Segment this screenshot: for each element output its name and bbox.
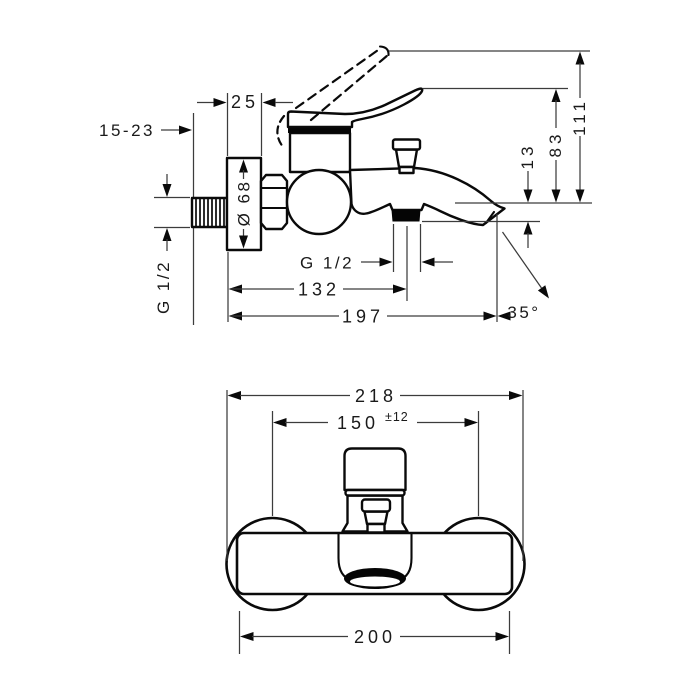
diverter-knob-front	[360, 498, 392, 534]
spout-front	[337, 532, 413, 589]
dim-outlet-thread-label: G 1/2	[300, 254, 354, 273]
hose-connector	[391, 210, 421, 222]
dim-connection-centers: 150 ±12	[271, 410, 480, 516]
dim-handle-raised-height: 111	[570, 51, 589, 203]
dim-plate-diameter: Ø 68	[235, 159, 254, 249]
dim-outlet-thread: G 1/2	[300, 224, 453, 273]
lever-handle-raised-dashed	[276, 45, 390, 150]
dim-connection-tolerance-label: ±12	[385, 410, 409, 424]
handle-body-block	[288, 131, 352, 174]
handle-joint-band	[288, 126, 351, 133]
handle-band-front	[344, 488, 406, 497]
dim-wall-to-tip: 197	[228, 214, 511, 327]
dim-body-width: 200	[238, 611, 511, 654]
aerator-inner	[350, 576, 400, 587]
dim-inlet-thread: G 1/2	[154, 174, 190, 314]
dim-overall-width: 218	[226, 386, 524, 561]
dim-plate-depth: 25	[197, 92, 293, 156]
handle-dome-front	[343, 447, 407, 492]
dim-inlet-thread-label: G 1/2	[154, 260, 173, 314]
dim-wall-distance-label: 15-23	[99, 121, 155, 140]
dim-handle-raised-height-label: 111	[570, 98, 589, 136]
dim-wall-to-outlet: 132	[227, 226, 408, 322]
dim-wall-to-outlet-label: 132	[298, 280, 340, 300]
hex-nut	[259, 173, 289, 231]
lever-handle	[286, 87, 424, 129]
dim-spout-angle-label: 35°	[507, 303, 540, 322]
threaded-pipe-inlet	[190, 196, 229, 229]
dim-plate-diameter-label: Ø 68	[235, 180, 254, 227]
dim-plate-depth-label: 25	[231, 92, 259, 112]
dim-connection-centers-label: 150	[337, 413, 379, 433]
dim-body-width-label: 200	[354, 627, 396, 647]
dim-handle-height: 83	[546, 89, 565, 203]
dim-outlet-drop: 13	[518, 143, 537, 248]
diverter-knob-side	[391, 138, 422, 175]
side-view: 15-23 25 Ø 68 G 1/2	[99, 45, 592, 327]
dim-overall-width-label: 218	[355, 386, 397, 406]
front-view: 218 150 ±12 200	[225, 386, 526, 654]
dim-wall-to-tip-label: 197	[342, 307, 384, 327]
dim-handle-height-label: 83	[546, 131, 565, 158]
dim-outlet-drop-label: 13	[518, 143, 537, 170]
dim-spout-angle: 35°	[501, 231, 549, 322]
cartridge-housing	[285, 168, 353, 236]
dim-wall-distance: 15-23	[99, 121, 192, 140]
spout	[348, 166, 506, 227]
thread-lines	[195, 199, 225, 226]
